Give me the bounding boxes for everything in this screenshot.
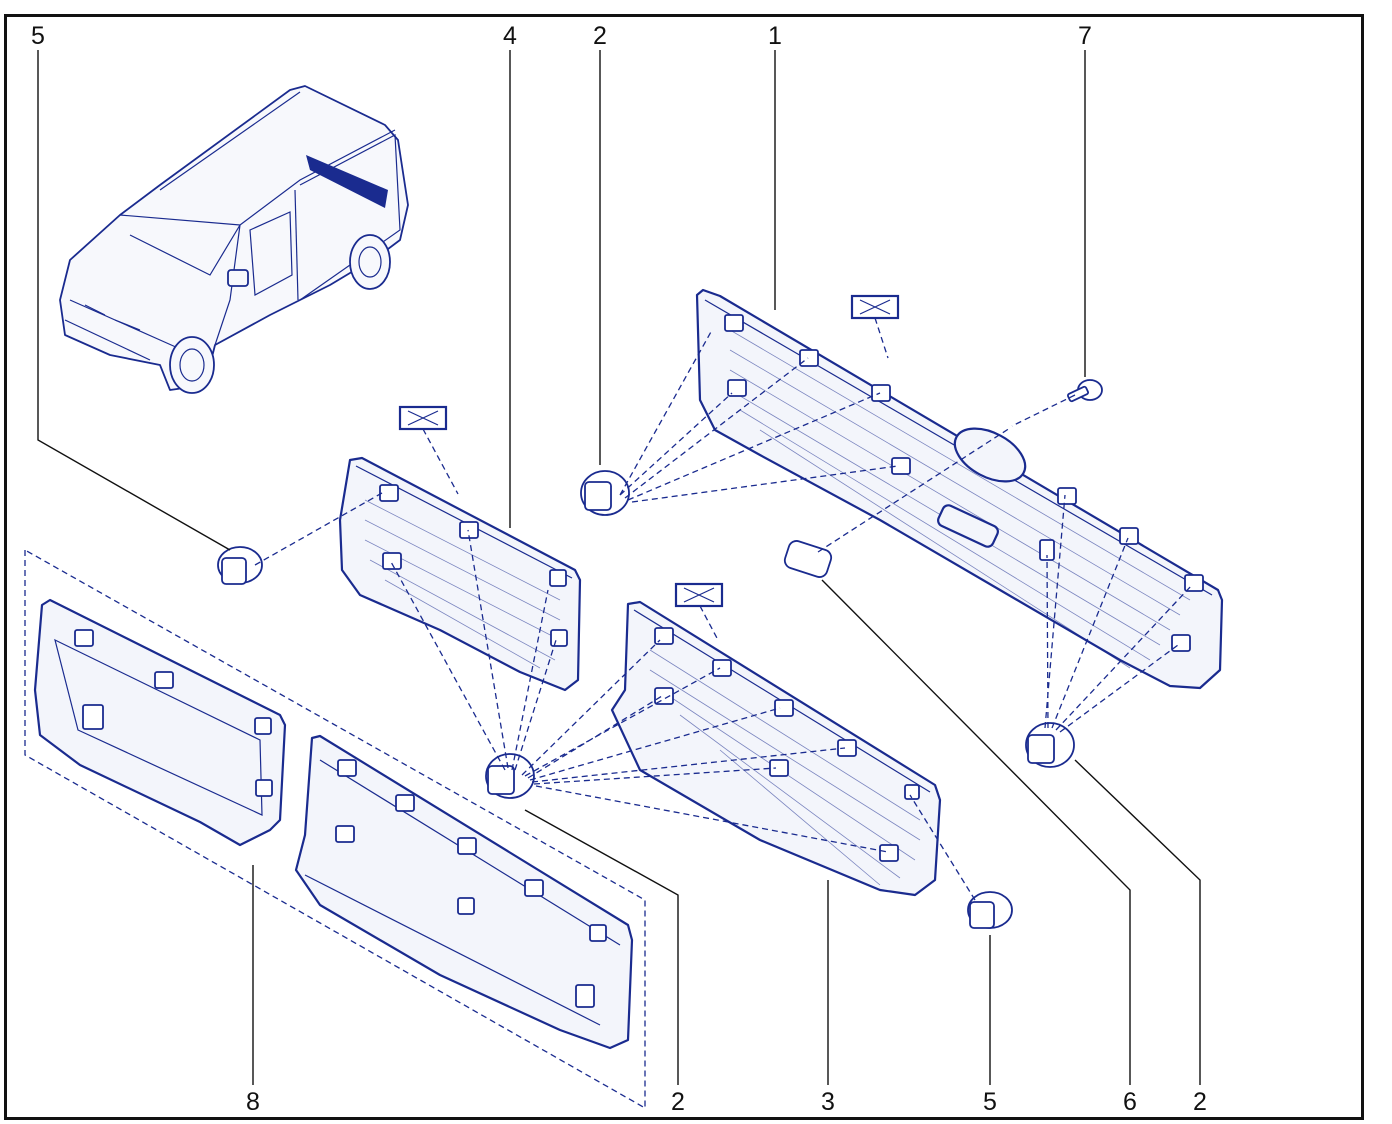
ref-number-1: 1: [768, 22, 782, 50]
highlighted-trim-strip: [306, 155, 388, 208]
fastener-clip-icon: [967, 891, 1013, 929]
fastener-clip-icon: [217, 546, 263, 585]
trim-panel-4: [338, 456, 582, 692]
diagram-frame: [4, 14, 1364, 1120]
cap-part-icon: [783, 540, 833, 578]
trim-kit-8: [24, 548, 646, 1110]
ref-number-3: 3: [821, 1088, 835, 1116]
van-icon: [59, 85, 409, 394]
ref-number-2-bottom-right: 2: [1193, 1088, 1207, 1116]
ref-number-2-top: 2: [593, 22, 607, 50]
ref-number-7: 7: [1078, 22, 1092, 50]
trim-panel-1: [695, 288, 1224, 690]
fastener-clip-icon: [580, 470, 630, 516]
ref-number-4: 4: [503, 22, 517, 50]
ref-number-2-bottom-left: 2: [671, 1088, 685, 1116]
trim-panel-3: [610, 600, 942, 897]
ref-number-5-bottom: 5: [983, 1088, 997, 1116]
ref-number-8: 8: [246, 1088, 260, 1116]
screw-icon: [1067, 379, 1103, 403]
fastener-clip-icon: [1025, 722, 1075, 768]
ref-number-6: 6: [1123, 1088, 1137, 1116]
ref-number-5-top: 5: [31, 22, 45, 50]
fastener-clip-icon: [485, 753, 535, 799]
